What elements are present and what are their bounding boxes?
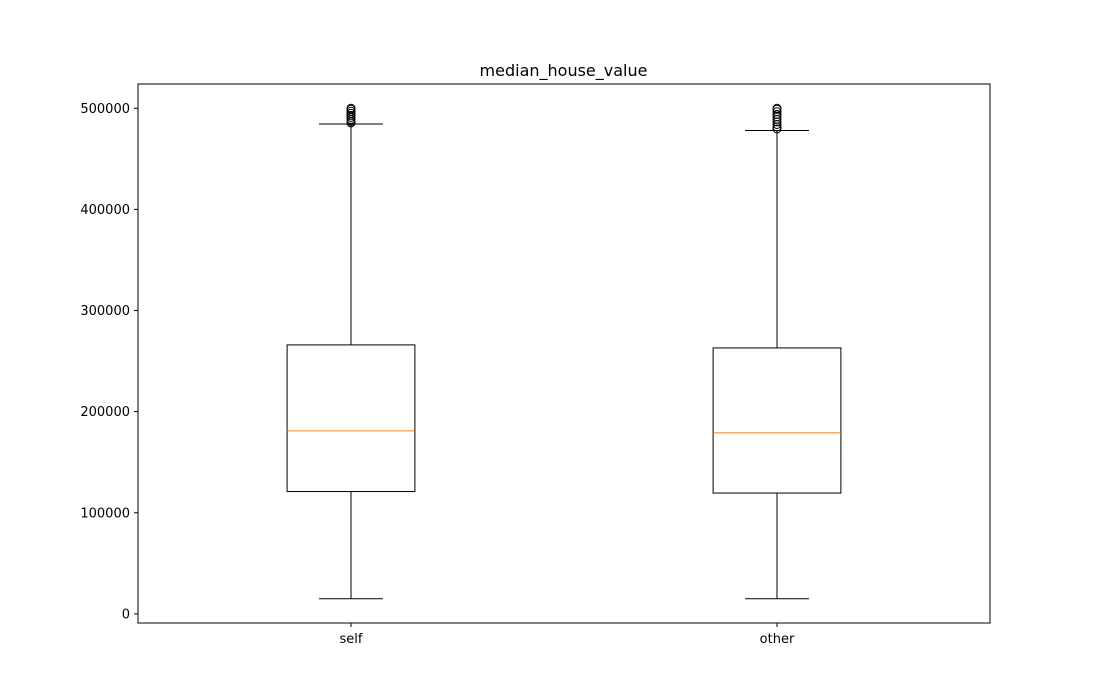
- iqr-box: [712, 347, 842, 494]
- axes-frame: [137, 83, 991, 624]
- box-other: [712, 103, 842, 600]
- outlier-point: [772, 107, 782, 117]
- x-tick-label-self: self: [340, 632, 363, 647]
- outlier-point: [772, 109, 782, 119]
- x-axis: self other: [340, 623, 795, 647]
- box-self: [286, 103, 416, 600]
- y-tick-label: 100000: [80, 506, 130, 521]
- plot-area: [286, 103, 842, 600]
- y-tick-label: 300000: [80, 304, 130, 319]
- chart-title: median_house_value: [480, 61, 648, 81]
- outlier-point: [346, 103, 356, 113]
- y-tick-label: 200000: [80, 405, 130, 420]
- iqr-box: [286, 344, 416, 493]
- y-tick-label: 500000: [80, 102, 130, 117]
- y-tick-label: 400000: [80, 203, 130, 218]
- outlier-point: [772, 103, 782, 113]
- x-tick-label-other: other: [760, 632, 795, 647]
- y-tick-label: 0: [122, 607, 130, 622]
- y-axis: 0 100000 200000 300000 400000 500000: [80, 102, 138, 622]
